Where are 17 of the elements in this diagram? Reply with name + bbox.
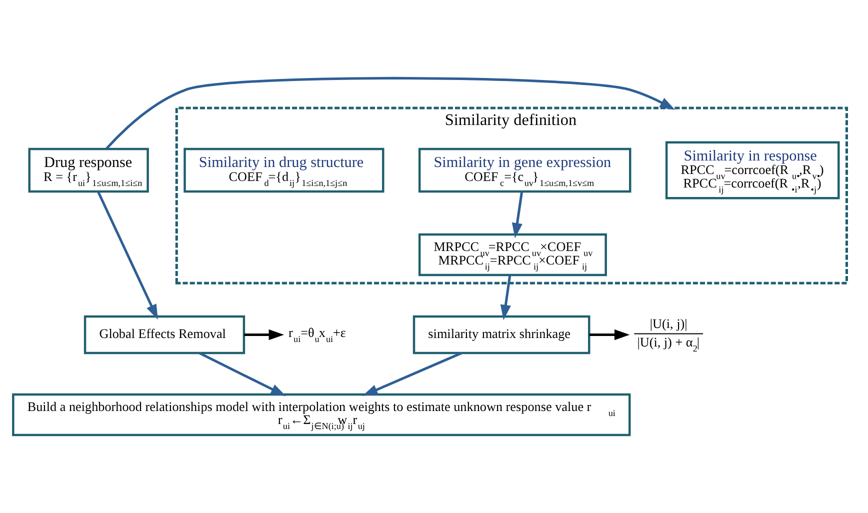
arrow — [198, 352, 286, 396]
node-box: Similarity in drug structure COEF$_{d}$={d$_{ij}$}$_{1≤i≤n,1≤j≤n}$ — [184, 148, 384, 193]
arrow — [96, 190, 158, 320]
arrow — [500, 274, 512, 320]
arrow — [244, 329, 284, 340]
node-box: Similarity in gene expression COEF$_{c}$={c$_{uv}$}$_{1≤u≤m,1≤v≤m}$ — [418, 148, 632, 193]
node-box: Global Effects Removal — [84, 315, 246, 354]
arrow — [106, 76, 676, 150]
node-box: Drug response R = {r$_{ui}$}$_{1≤u≤m,1≤i≤n}$ — [28, 148, 149, 193]
arrow — [362, 352, 462, 396]
arrow — [589, 329, 630, 340]
node-box: MRPCC$_{uv}$=RPCC$_{uv}$×COEF$_{uv}$ MRPCC$_{ij}$=RPCC$_{ij}$×COEF$_{ij}$ — [418, 233, 607, 276]
node-box: Similarity in response RPCC$_{uv}$=corrcoef(R$_{u•}$,R$_{v•}$) RPCC$_{ij}$=corrcoef(R$_{•i}$,R$_{•j}$) — [665, 141, 840, 200]
node-text: |U(i, j)| |U(i, j) + α$_{2}$| — [637, 316, 700, 354]
arrow — [512, 191, 524, 238]
node-box: similarity matrix shrinkage — [412, 315, 590, 354]
node-text: r$_{ui}$=θ$_{u}$x$_{ui}$+ε — [288, 325, 346, 344]
